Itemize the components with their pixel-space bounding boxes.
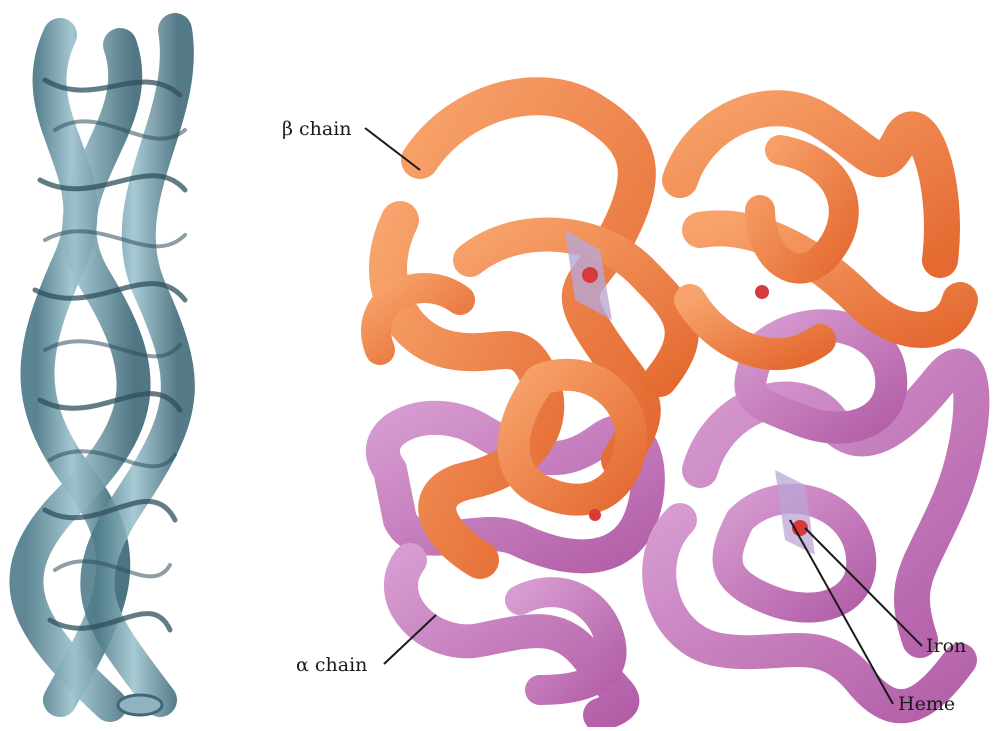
- beta-chain-tubes: [376, 96, 960, 560]
- beta-chain-label: β chain: [282, 120, 352, 139]
- triple-helix: [26, 30, 185, 715]
- iron-atom: [582, 267, 598, 283]
- iron-atom: [755, 285, 769, 299]
- iron-label: Iron: [926, 637, 966, 656]
- helix-end-cap: [118, 695, 162, 715]
- alpha-chain-label: α chain: [296, 656, 367, 675]
- iron-atom: [589, 509, 601, 521]
- hemoglobin-model: [376, 96, 971, 715]
- heme-label: Heme: [898, 695, 955, 714]
